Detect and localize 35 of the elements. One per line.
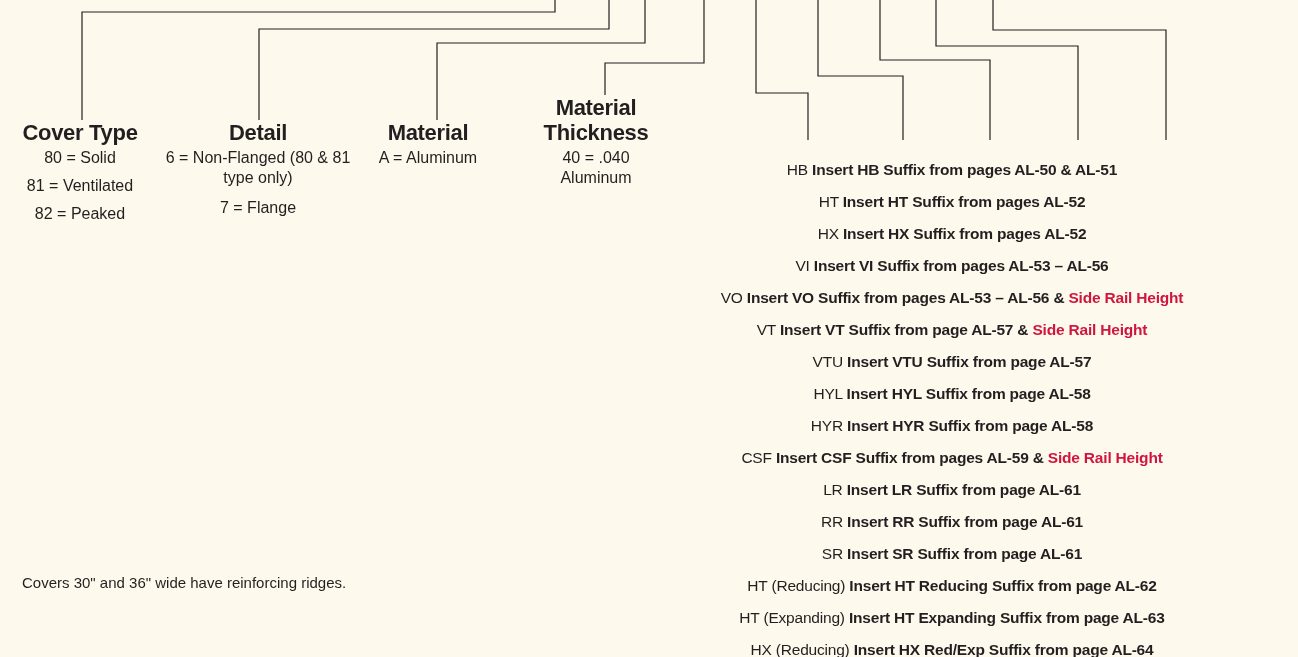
suffix-row-text: HT (Reducing) Insert HT Reducing Suffix from page AL-62 <box>746 576 1158 596</box>
code-description: 40 = .040 Aluminum <box>559 148 633 188</box>
suffix-row-text: CSF Insert CSF Suffix from pages AL-59 & Side Rail Height <box>740 448 1164 468</box>
code-description: A = Aluminum <box>378 148 478 168</box>
leader-line <box>755 0 809 141</box>
leader-line <box>81 0 556 121</box>
leader-line <box>935 0 1079 141</box>
suffix-row-text: VT Insert VT Suffix from page AL-57 & Side Rail Height <box>755 320 1149 340</box>
code-description: 7 = Flange <box>218 198 298 218</box>
column-heading: Material Thickness <box>542 95 650 145</box>
suffix-row-text: HT (Expanding) Insert HT Expanding Suffix from page AL-63 <box>738 608 1166 628</box>
suffix-row-text: VI Insert VI Suffix from pages AL-53 – AL-56 <box>794 256 1110 276</box>
suffix-row-text: HYR Insert HYR Suffix from page AL-58 <box>809 416 1095 436</box>
column-heading: Material <box>386 120 470 145</box>
suffix-row-text: HX Insert HX Suffix from pages AL-52 <box>816 224 1088 244</box>
leader-line <box>817 0 904 141</box>
suffix-row-text: HYL Insert HYL Suffix from page AL-58 <box>812 384 1092 404</box>
leader-line <box>992 0 1167 141</box>
code-description: 6 = Non-Flanged (80 & 81 type only) <box>164 148 352 188</box>
code-description: 81 = Ventilated <box>25 176 135 196</box>
suffix-row-text: HT Insert HT Suffix from pages AL-52 <box>817 192 1087 212</box>
leader-line <box>879 0 991 141</box>
column-heading: Detail <box>227 120 289 145</box>
code-description: 82 = Peaked <box>33 204 127 224</box>
leader-line <box>258 0 610 121</box>
suffix-row-text: VTU Insert VTU Suffix from page AL-57 <box>811 352 1093 372</box>
code-description: 80 = Solid <box>43 148 117 168</box>
suffix-row-text: SR Insert SR Suffix from page AL-61 <box>820 544 1084 564</box>
column-heading: Cover Type <box>21 120 139 145</box>
suffix-row-text: VO Insert VO Suffix from pages AL-53 – AL-56 & Side Rail Height <box>719 288 1185 308</box>
suffix-row-text: RR Insert RR Suffix from page AL-61 <box>820 512 1084 532</box>
note: Covers 30" and 36" wide have reinforcing ridges. <box>22 574 347 591</box>
suffix-row-text: LR Insert LR Suffix from page AL-61 <box>822 480 1082 500</box>
leader-line <box>436 0 646 121</box>
leader-line <box>604 0 705 96</box>
